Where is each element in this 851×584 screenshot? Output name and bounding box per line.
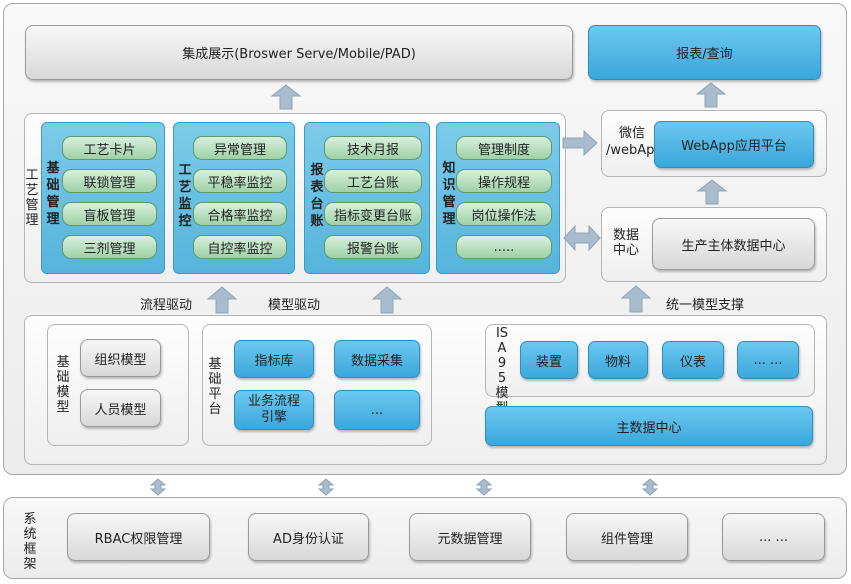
group-title-report-ledger: 报表台账	[310, 163, 324, 229]
production-data-center-box: 生产主体数据中心	[652, 218, 815, 270]
metadata-box: 元数据管理	[409, 513, 531, 561]
webapp-side-label: 微信 /webApp	[606, 126, 663, 158]
master-data-center-box: 主数据中心	[485, 406, 813, 446]
arrow-up-down-icon	[641, 478, 659, 496]
arrow-up-icon	[620, 285, 652, 313]
arrow-up-icon	[206, 286, 238, 314]
org-model-box: 组织模型	[80, 339, 161, 377]
isa95-item-material: 物料	[588, 341, 648, 379]
arrow-right-icon	[562, 129, 598, 157]
group-item: 报警台账	[324, 235, 422, 259]
arrow-up-down-icon	[475, 478, 493, 496]
group-item: 合格率监控	[193, 202, 287, 226]
base-model-title: 基础模型	[56, 355, 70, 415]
group-item: 工艺卡片	[62, 136, 157, 160]
group-item: .....	[456, 235, 552, 259]
arrow-up-down-icon	[149, 478, 167, 496]
data-center-side-label: 数据中心	[612, 228, 639, 258]
group-item: 平稳率监控	[193, 169, 287, 193]
isa95-title: ISA95模型	[495, 326, 509, 416]
system-framework-title: 系统框架	[23, 512, 37, 572]
ad-auth-box: AD身份认证	[248, 513, 369, 561]
model-driven-label: 模型驱动	[268, 298, 321, 313]
arrow-up-icon	[695, 82, 727, 108]
group-item: 管理制度	[456, 136, 552, 160]
group-title-knowledge-management: 知识管理	[442, 161, 456, 227]
group-item: 自控率监控	[193, 235, 287, 259]
isa95-item-device: 装置	[520, 341, 578, 379]
report-query-box: 报表/查询	[588, 25, 821, 80]
group-item: 三剂管理	[62, 235, 157, 259]
report-query-label: 报表/查询	[676, 47, 733, 62]
integrated-display-box: 集成展示(Broswer Serve/Mobile/PAD)	[25, 25, 573, 80]
isa95-item-instrument: 仪表	[662, 341, 724, 379]
group-item: 工艺台账	[324, 169, 422, 193]
component-box: 组件管理	[566, 513, 688, 561]
isa95-item-more: ... ...	[737, 341, 799, 379]
group-title-process-monitoring: 工艺监控	[178, 163, 192, 229]
arrow-up-icon	[270, 84, 302, 110]
group-title-base-management: 基础管理	[46, 161, 60, 227]
production-data-center-label: 生产主体数据中心	[681, 238, 786, 254]
group-item: 技术月报	[324, 136, 422, 160]
group-item: 操作规程	[456, 169, 552, 193]
group-item: 岗位操作法	[456, 202, 552, 226]
group-item: 联锁管理	[62, 169, 157, 193]
webapp-platform-box: WebApp应用平台	[654, 121, 814, 168]
system-more-box: ... ...	[722, 513, 825, 561]
base-platform-title: 基础平台	[208, 357, 222, 417]
webapp-platform-label: WebApp应用平台	[681, 139, 787, 154]
process-management-label: 工艺管理	[25, 168, 39, 228]
platform-more-box: ...	[334, 390, 420, 430]
person-model-box: 人员模型	[80, 389, 161, 427]
arrow-up-icon	[371, 286, 403, 314]
flow-driven-label: 流程驱动	[140, 298, 193, 313]
arrow-up-down-icon	[317, 478, 335, 496]
group-item: 指标变更台账	[324, 202, 422, 226]
indicator-library-box: 指标库	[234, 340, 314, 378]
arrow-left-right-icon	[563, 224, 601, 252]
rbac-box: RBAC权限管理	[67, 513, 210, 561]
data-collection-box: 数据采集	[334, 340, 420, 378]
group-item: 异常管理	[193, 136, 287, 160]
integrated-display-label: 集成展示(Broswer Serve/Mobile/PAD)	[182, 47, 416, 62]
group-item: 盲板管理	[62, 202, 157, 226]
arrow-up-icon	[696, 179, 728, 205]
unified-model-label: 统一模型支撑	[666, 298, 745, 313]
workflow-engine-box: 业务流程 引擎	[234, 390, 314, 430]
